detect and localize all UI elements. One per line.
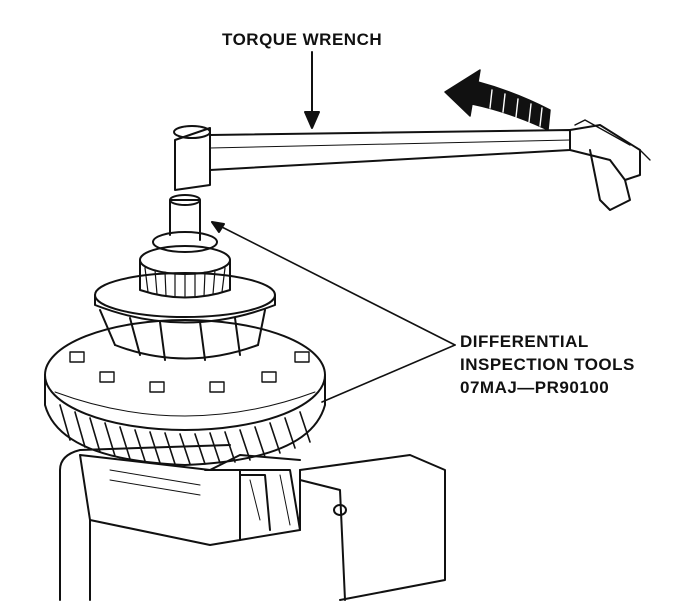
rotation-arrow-illustration [444,69,551,131]
differential-case-illustration [94,231,276,361]
inspection-tools-label-line-1: DIFFERENTIAL [460,332,589,351]
ring-gear-illustration [44,319,326,466]
torque-wrench-leader [304,51,320,129]
inspection-tools-part-number: 07MAJ—PR90100 [460,378,610,397]
inspection-tools-label-line-2: INSPECTION TOOLS [460,355,635,374]
inspection-tools-leaders [211,221,456,403]
vise-illustration [59,444,446,601]
inspection-tools-label: DIFFERENTIAL INSPECTION TOOLS 07MAJ—PR90… [460,330,635,399]
torque-wrench-illustration [169,119,651,241]
torque-wrench-label: TORQUE WRENCH [222,30,383,49]
